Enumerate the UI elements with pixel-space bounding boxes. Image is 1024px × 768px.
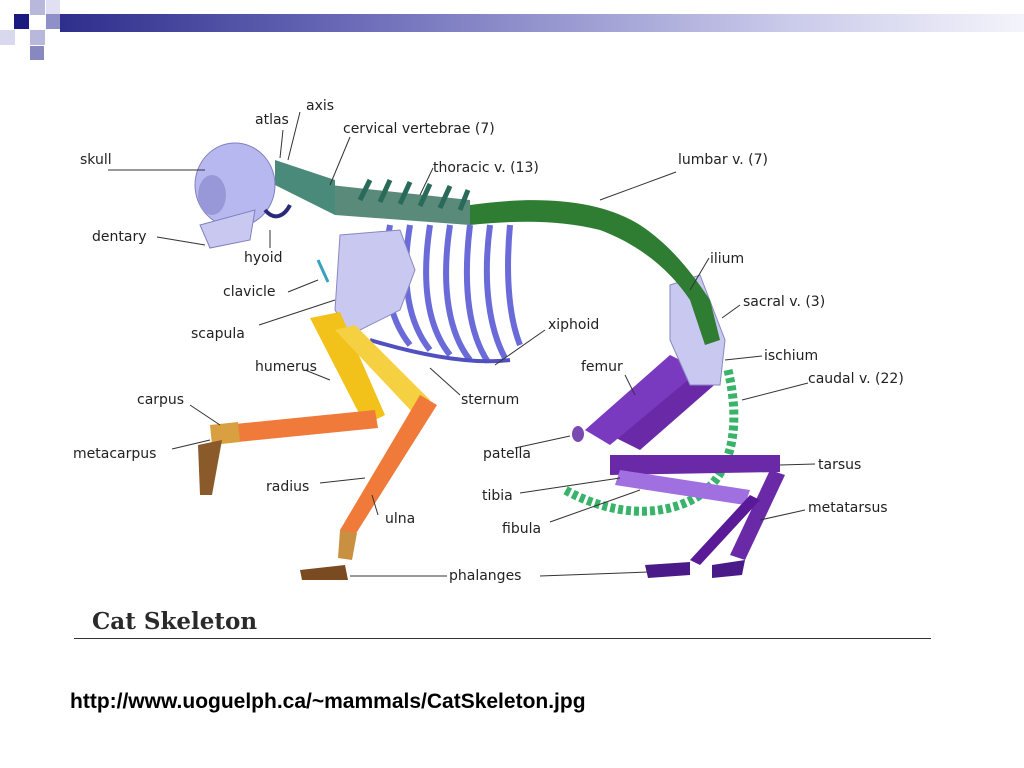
caption-divider xyxy=(74,638,931,639)
dentary-bone xyxy=(199,209,256,249)
label-tarsus: tarsus xyxy=(818,457,861,473)
label-sacral: sacral v. (3) xyxy=(743,294,825,310)
label-ulna: ulna xyxy=(385,511,415,527)
fore-phalanges xyxy=(300,565,348,580)
label-dentary: dentary xyxy=(92,229,146,245)
label-humerus: humerus xyxy=(255,359,317,375)
caudal-vertebrae xyxy=(562,368,739,516)
leader-lines xyxy=(108,111,816,577)
label-ilium: ilium xyxy=(710,251,744,267)
humerus-bone xyxy=(310,312,385,425)
label-atlas: atlas xyxy=(255,112,289,128)
slide-top-bar xyxy=(60,14,1024,32)
label-skull: skull xyxy=(80,152,112,168)
label-xiphoid: xiphoid xyxy=(548,317,599,333)
label-metacarpus: metacarpus xyxy=(73,446,156,462)
label-axis: axis xyxy=(306,98,334,114)
fore-carpus-2 xyxy=(338,530,357,560)
clavicle-bone xyxy=(316,259,330,283)
fibula-bone xyxy=(615,470,750,505)
label-metatarsus: metatarsus xyxy=(808,500,888,516)
humerus-bone-2 xyxy=(335,325,430,415)
hind-phalanges-2 xyxy=(712,560,745,578)
cat-skeleton-diagram: axis atlas cervical vertebrae (7) thorac… xyxy=(73,98,904,584)
label-tibia: tibia xyxy=(482,488,513,504)
scapula-bone xyxy=(334,229,416,336)
label-sternum: sternum xyxy=(461,392,519,408)
thoracic-spines xyxy=(357,178,471,211)
label-femur: femur xyxy=(581,359,623,375)
femur-bone-2 xyxy=(585,355,700,445)
slide-corner-decoration xyxy=(0,0,60,60)
label-caudal: caudal v. (22) xyxy=(808,371,904,387)
label-scapula: scapula xyxy=(191,326,245,342)
source-url: http://www.uoguelph.ca/~mammals/CatSkele… xyxy=(70,690,586,713)
hind-phalanges xyxy=(645,562,690,578)
tibia-bone xyxy=(610,455,780,475)
label-phalanges: phalanges xyxy=(449,568,521,584)
label-fibula: fibula xyxy=(502,521,541,537)
label-lumbar: lumbar v. (7) xyxy=(678,152,768,168)
label-thoracic: thoracic v. (13) xyxy=(433,160,539,176)
carpus-bone xyxy=(210,422,240,445)
diagram-caption: Cat Skeleton xyxy=(92,608,258,635)
ulna-bone xyxy=(340,395,437,535)
patella-bone xyxy=(572,426,584,442)
skull-orbit xyxy=(198,175,226,215)
metacarpus-bone xyxy=(198,440,222,495)
label-clavicle: clavicle xyxy=(223,284,276,300)
label-ischium: ischium xyxy=(764,348,818,364)
ilium-bone xyxy=(669,274,726,386)
label-cervical-vertebrae: cervical vertebrae (7) xyxy=(343,121,495,137)
lumbar-vertebrae xyxy=(470,200,720,345)
metatarsus-bone-2 xyxy=(690,495,760,565)
sternum-bone xyxy=(369,338,511,364)
label-carpus: carpus xyxy=(137,392,184,408)
metatarsus-bone xyxy=(730,470,785,560)
label-patella: patella xyxy=(483,446,531,462)
label-radius: radius xyxy=(266,479,309,495)
hyoid-bone xyxy=(263,204,292,219)
radius-bone xyxy=(225,410,378,443)
label-hyoid: hyoid xyxy=(244,250,283,266)
cervical-vertebrae xyxy=(275,160,335,215)
